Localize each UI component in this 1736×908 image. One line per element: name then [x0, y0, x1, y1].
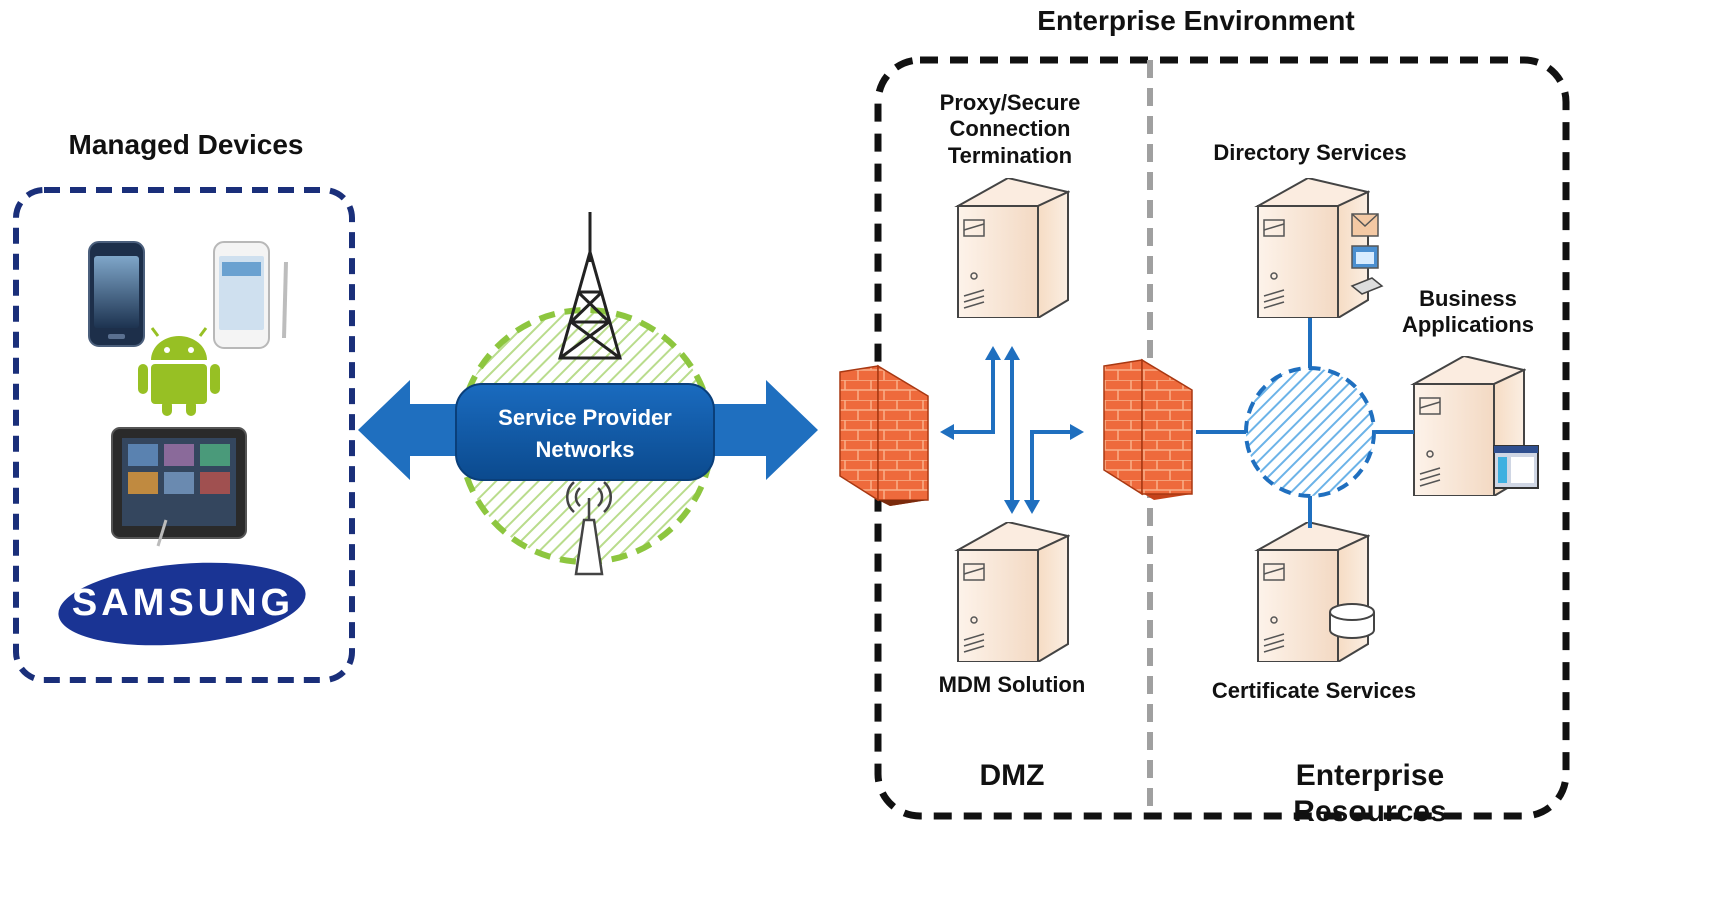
mail-icon — [1351, 213, 1379, 237]
business-server-label: Business Applications — [1384, 286, 1552, 339]
mdm-server-label: MDM Solution — [938, 672, 1086, 697]
network-links — [1196, 318, 1414, 528]
dmz-arrowheads — [940, 346, 1084, 514]
managed-devices-title: Managed Devices — [68, 129, 304, 160]
enterprise-resources-label: Enterprise Resources — [1293, 759, 1447, 828]
enterprise-environment-title: Enterprise Environment — [1037, 5, 1355, 36]
proxy-server-label: Proxy/Secure Connection Termination — [910, 90, 1110, 169]
business-label-line1: Business — [1419, 286, 1517, 311]
wireless-antenna-icon — [565, 481, 613, 576]
proxy-server-icon — [957, 178, 1069, 318]
dmz-flow-arrows — [948, 356, 1076, 506]
managed-devices-boundary — [13, 187, 355, 683]
proxy-label-line1: Proxy/Secure — [939, 90, 1081, 115]
application-window-icon — [1493, 445, 1539, 489]
certificate-server-icon — [1257, 522, 1369, 662]
smartphone-icon — [88, 241, 145, 347]
directory-server-label: Directory Services — [1213, 140, 1407, 165]
samsung-logo — [58, 562, 306, 646]
proxy-label-line3: Termination — [947, 142, 1073, 168]
service-provider-line2: Networks — [535, 436, 635, 462]
mdm-server-icon — [957, 522, 1069, 662]
business-label-line2: Applications — [1401, 312, 1534, 338]
android-robot-icon — [138, 327, 220, 416]
cell-tower-icon — [558, 212, 622, 360]
samsung-wordmark: SAMSUNG — [71, 582, 295, 624]
service-provider-label: Service Provider Networks — [456, 402, 714, 466]
tablet-icon — [111, 427, 247, 547]
firewall-icon-inner — [1103, 358, 1193, 500]
proxy-label-line2: Connection — [949, 116, 1071, 142]
window-icon — [1351, 245, 1379, 269]
switch-icon — [1350, 277, 1384, 295]
database-icon — [1329, 603, 1375, 639]
dmz-zone-label: DMZ — [979, 759, 1045, 792]
enterprise-network-hub — [1244, 366, 1376, 498]
smartphone-stylus-icon — [213, 241, 288, 349]
service-provider-line1: Service Provider — [498, 405, 672, 430]
firewall-icon-outer — [839, 364, 929, 506]
service-provider-box — [455, 383, 715, 481]
certificate-server-label: Certificate Services — [1211, 678, 1417, 703]
